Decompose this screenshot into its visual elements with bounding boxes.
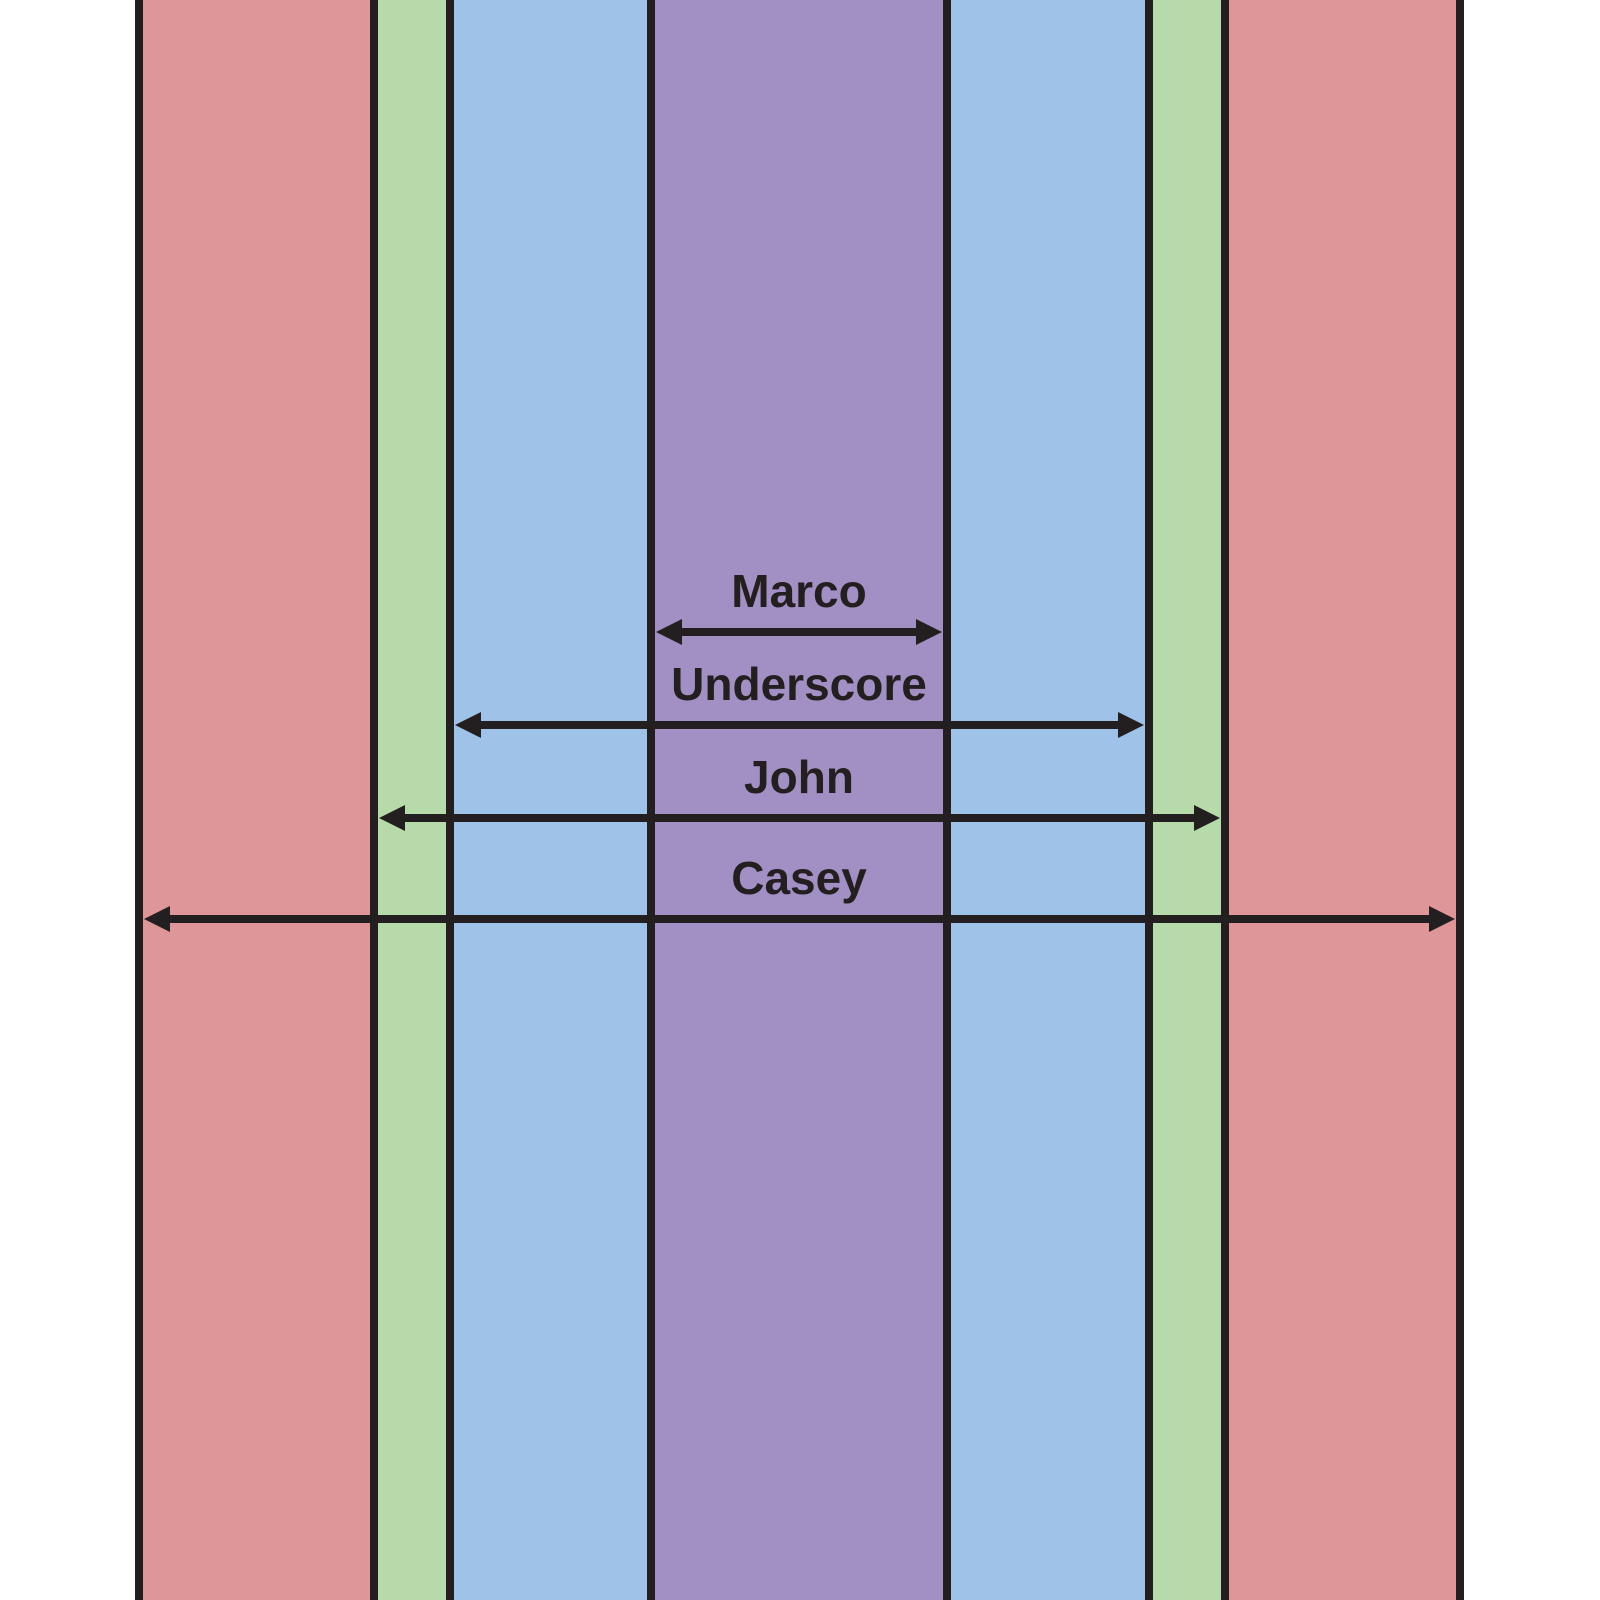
span-john: John: [379, 751, 1220, 831]
band-second-right: [1149, 0, 1225, 1600]
band-second-left: [374, 0, 450, 1600]
band-outer-right: [1225, 0, 1460, 1600]
spans-layer: Marco Underscore John Casey: [144, 565, 1455, 932]
span-casey: Casey: [144, 852, 1455, 932]
arrowhead-left-icon: [379, 805, 405, 831]
arrowhead-right-icon: [1429, 906, 1455, 932]
arrowhead-right-icon: [916, 619, 942, 645]
span-marco: Marco: [656, 565, 942, 645]
band-third-right: [947, 0, 1149, 1600]
bands-layer: [139, 0, 1460, 1600]
dividers-layer: [135, 0, 1464, 1600]
arrowhead-left-icon: [656, 619, 682, 645]
span-label-casey: Casey: [731, 852, 867, 904]
arrowhead-right-icon: [1194, 805, 1220, 831]
arrowhead-left-icon: [455, 712, 481, 738]
span-label-underscore: Underscore: [671, 658, 927, 710]
span-underscore: Underscore: [455, 658, 1144, 738]
band-center: [651, 0, 947, 1600]
band-outer-left: [139, 0, 374, 1600]
span-label-john: John: [744, 751, 854, 803]
band-third-left: [450, 0, 651, 1600]
span-label-marco: Marco: [731, 565, 866, 617]
arrowhead-right-icon: [1118, 712, 1144, 738]
arrowhead-left-icon: [144, 906, 170, 932]
